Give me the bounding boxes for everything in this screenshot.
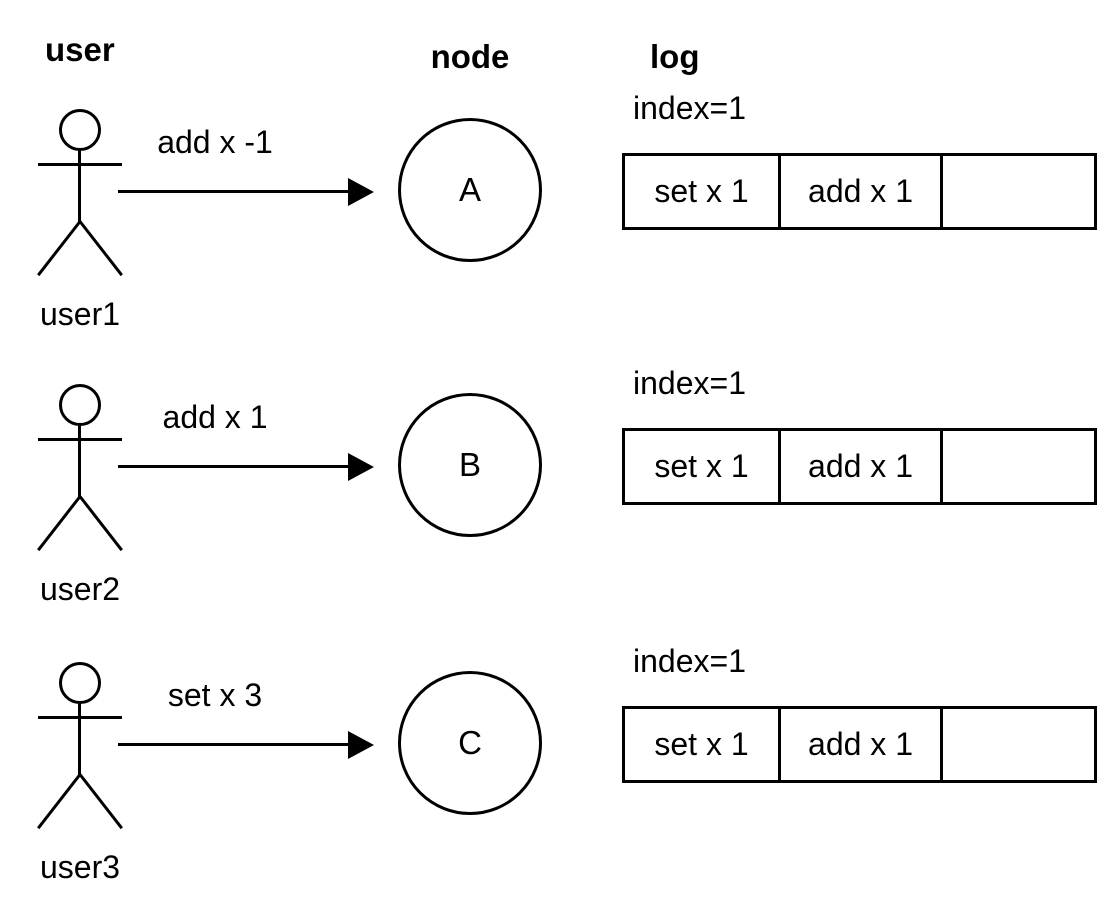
- log-table: set x 1 add x 1: [622, 428, 1097, 505]
- message-label: add x -1: [157, 124, 273, 160]
- user-name-label: user2: [40, 571, 121, 607]
- log-cell: add x 1: [781, 431, 943, 502]
- stick-figure-head: [59, 662, 101, 704]
- arrow-head-icon: [348, 453, 374, 481]
- log-cell: add x 1: [781, 709, 943, 780]
- message-label: set x 3: [167, 677, 263, 713]
- node-label: B: [458, 446, 481, 483]
- stick-figure-left-leg: [37, 495, 82, 552]
- arrow-line: [118, 743, 350, 746]
- log-table: set x 1 add x 1: [622, 706, 1097, 783]
- log-cell-empty: [943, 431, 1094, 502]
- node-label: C: [458, 724, 482, 761]
- log-cell: set x 1: [625, 709, 781, 780]
- node-circle: A: [398, 118, 542, 262]
- log-cell-empty: [943, 156, 1094, 227]
- column-header-node: node: [430, 38, 510, 75]
- node-label: A: [458, 171, 481, 208]
- log-index-label: index=1: [633, 643, 746, 679]
- log-index-label: index=1: [633, 90, 746, 126]
- node-circle: B: [398, 393, 542, 537]
- diagram-row-user2: user2 add x 1 B index=1 set x 1 add x 1: [0, 337, 1118, 617]
- stick-figure-body: [78, 150, 81, 222]
- stick-figure-right-leg: [78, 220, 123, 277]
- column-header-user: user: [45, 31, 115, 68]
- user-name-label: user3: [40, 849, 121, 885]
- arrow-head-icon: [348, 731, 374, 759]
- stick-figure-left-leg: [37, 220, 82, 277]
- stick-figure-head: [59, 384, 101, 426]
- stick-figure-right-leg: [78, 773, 123, 830]
- stick-figure-head: [59, 109, 101, 151]
- diagram-row-user3: user3 set x 3 C index=1 set x 1 add x 1: [0, 615, 1118, 895]
- node-circle: C: [398, 671, 542, 815]
- log-cell: set x 1: [625, 156, 781, 227]
- arrow-head-icon: [348, 178, 374, 206]
- log-table: set x 1 add x 1: [622, 153, 1097, 230]
- stick-figure-right-leg: [78, 495, 123, 552]
- message-label: add x 1: [162, 399, 268, 435]
- stick-figure-body: [78, 703, 81, 775]
- log-cell-empty: [943, 709, 1094, 780]
- log-cell: set x 1: [625, 431, 781, 502]
- stick-figure-left-leg: [37, 773, 82, 830]
- log-cell: add x 1: [781, 156, 943, 227]
- stick-figure-body: [78, 425, 81, 497]
- user-name-label: user1: [40, 296, 121, 332]
- arrow-line: [118, 465, 350, 468]
- arrow-line: [118, 190, 350, 193]
- column-header-log: log: [650, 38, 700, 75]
- log-index-label: index=1: [633, 365, 746, 401]
- diagram-row-user1: user1 add x -1 A index=1 set x 1 add x 1: [0, 62, 1118, 342]
